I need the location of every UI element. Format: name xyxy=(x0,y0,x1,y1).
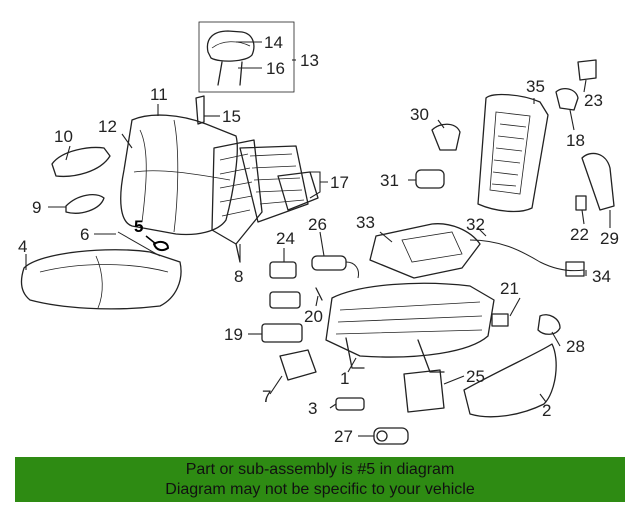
callout-24: 24 xyxy=(276,229,295,248)
callout-17: 17 xyxy=(330,173,349,192)
callout-27: 27 xyxy=(334,427,353,446)
callout-5: 5 xyxy=(134,217,143,236)
part-30 xyxy=(431,123,461,151)
part-31 xyxy=(415,169,445,189)
part-22 xyxy=(575,195,587,211)
callout-23: 23 xyxy=(584,91,603,110)
part-15 xyxy=(195,95,205,125)
callout-14: 14 xyxy=(264,33,283,52)
callout-3: 3 xyxy=(308,399,317,418)
callout-19: 19 xyxy=(224,325,243,344)
motor-26 xyxy=(311,255,359,279)
part-20 xyxy=(315,287,323,301)
callout-31: 31 xyxy=(380,171,399,190)
callout-20: 20 xyxy=(304,307,323,326)
part-3 xyxy=(335,397,365,411)
seatback-panel xyxy=(477,93,549,213)
callout-15: 15 xyxy=(222,107,241,126)
callout-6: 6 xyxy=(80,225,89,244)
callout-12: 12 xyxy=(98,117,117,136)
callout-13: 13 xyxy=(300,51,319,70)
callout-34: 34 xyxy=(592,267,611,286)
callout-16: 16 xyxy=(266,59,285,78)
seatback-frame xyxy=(211,139,263,263)
connector-34 xyxy=(565,261,585,277)
part-23 xyxy=(577,59,597,81)
wire-harness-32 xyxy=(469,239,585,272)
callout-28: 28 xyxy=(566,337,585,356)
seat-cushion xyxy=(20,249,182,310)
control-module-7 xyxy=(279,349,317,381)
fitment-notice-banner: Part or sub-assembly is #5 in diagram Di… xyxy=(15,457,625,502)
callout-labels: 14 16 13 11 15 12 10 9 6 5 4 8 17 24 26 … xyxy=(18,33,619,446)
callout-7: 7 xyxy=(262,387,271,406)
part-18 xyxy=(555,87,579,111)
callout-9: 9 xyxy=(32,198,41,217)
seat-parts-diagram: 14 16 13 11 15 12 10 9 6 5 4 8 17 24 26 … xyxy=(18,21,619,446)
seat-heater-pads xyxy=(239,145,319,223)
headrest-detail-box xyxy=(198,21,295,93)
motor-27 xyxy=(373,427,409,445)
harness-25 xyxy=(403,369,445,413)
callout-11: 11 xyxy=(150,85,168,104)
callout-1: 1 xyxy=(340,369,349,388)
side-cover xyxy=(463,343,557,418)
callout-25: 25 xyxy=(466,367,485,386)
trim-cover-9 xyxy=(65,194,105,214)
callout-8: 8 xyxy=(234,267,243,286)
part-21 xyxy=(491,313,509,327)
cushion-pan xyxy=(369,223,481,279)
callout-10: 10 xyxy=(54,127,73,146)
seat-track-frame xyxy=(325,282,495,373)
callout-32: 32 xyxy=(466,215,485,234)
switch-19 xyxy=(261,323,303,343)
callout-2: 2 xyxy=(542,401,551,420)
fitment-notice-line-1: Part or sub-assembly is #5 in diagram xyxy=(185,461,455,478)
leader-lines xyxy=(25,41,611,437)
armrest xyxy=(51,146,111,178)
part-5-clip xyxy=(153,240,169,252)
fitment-notice-line-2: Diagram may not be specific to your vehi… xyxy=(165,481,475,498)
callout-4: 4 xyxy=(18,237,27,256)
callout-30: 30 xyxy=(410,105,429,124)
callout-33: 33 xyxy=(356,213,375,232)
callout-22: 22 xyxy=(570,225,589,244)
callout-26: 26 xyxy=(308,215,327,234)
seatback-cushion xyxy=(120,114,238,236)
switch-28 xyxy=(537,314,561,335)
headrest xyxy=(206,30,255,86)
seatbelt-buckle-29 xyxy=(581,152,615,211)
callout-18: 18 xyxy=(566,131,585,150)
switch-24 xyxy=(269,261,301,309)
callout-21: 21 xyxy=(500,279,519,298)
wire-6 xyxy=(117,231,161,257)
callout-35: 35 xyxy=(526,77,545,96)
callout-29: 29 xyxy=(600,229,619,248)
